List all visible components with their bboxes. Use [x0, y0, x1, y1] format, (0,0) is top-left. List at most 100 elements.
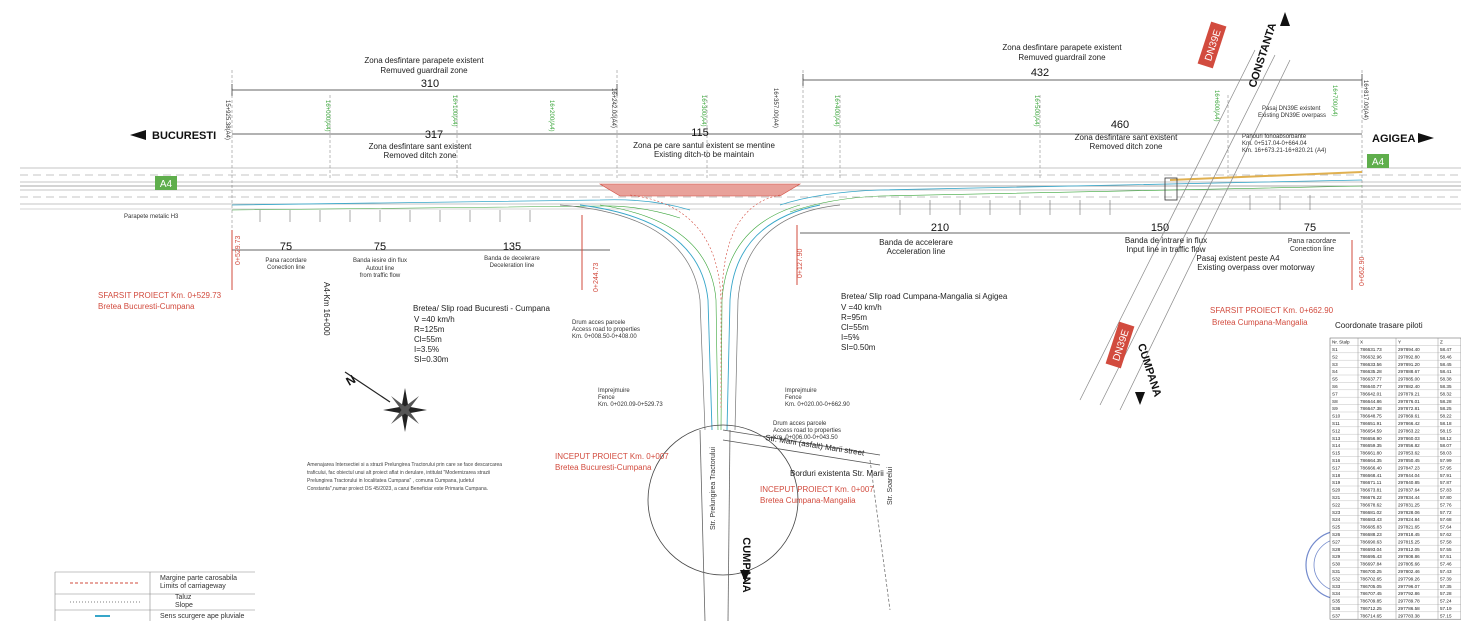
- svg-text:I=5%: I=5%: [841, 333, 859, 342]
- table-cell: S17: [1332, 465, 1341, 470]
- table-cell: S5: [1332, 377, 1338, 382]
- svg-text:0+662.90: 0+662.90: [1359, 257, 1366, 286]
- table-cell: 57.95: [1440, 465, 1452, 470]
- sfarsit-right: SFARSIT PROIECT Km. 0+662.90: [1210, 306, 1334, 315]
- banda-iesire: Banda iesire din flux: [353, 258, 407, 264]
- inceput-right: INCEPUT PROIECT Km. 0+007: [760, 485, 874, 494]
- banda-intrare: Banda de intrare in flux: [1125, 236, 1207, 245]
- table-cell: S15: [1332, 451, 1341, 456]
- panou: Panouri fonoabsorbante: [1242, 134, 1307, 140]
- table-cell: 786709.85: [1360, 599, 1382, 604]
- svg-text:Drum acces parcele: Drum acces parcele: [773, 421, 827, 427]
- table-cell: 57.28: [1440, 591, 1452, 596]
- table-cell: 297783.38: [1398, 613, 1420, 618]
- station-labels: 15+925.38(A4) 16+000(A4) 16+100(A4) 16+2…: [224, 80, 1368, 292]
- svg-text:16+200(A4): 16+200(A4): [548, 100, 554, 132]
- table-cell: 297792.86: [1398, 591, 1420, 596]
- table-cell: 786690.63: [1360, 539, 1382, 544]
- table-cell: 57.55: [1440, 547, 1452, 552]
- table-cell: 786637.77: [1360, 377, 1382, 382]
- table-header-cell: Nr. Stalp: [1332, 340, 1350, 345]
- svg-text:16+600(A4): 16+600(A4): [1213, 90, 1219, 122]
- svg-text:I=3.5%: I=3.5%: [414, 345, 439, 354]
- ditch-right-ro: Zona desfintare sant existent: [1075, 133, 1179, 142]
- table-cell: 786659.35: [1360, 443, 1382, 448]
- dn39e-badge-top: DN39E: [1197, 21, 1227, 69]
- table-cell: 786693.04: [1360, 547, 1382, 552]
- svg-text:16+357.00(A4): 16+357.00(A4): [772, 88, 778, 128]
- svg-text:Prelungirea Tractorului in loc: Prelungirea Tractorului in localitatea C…: [307, 478, 474, 484]
- svg-text:SI=0.50m: SI=0.50m: [841, 343, 876, 352]
- dim-310: 310: [421, 78, 439, 90]
- ditch-keep-en: Existing ditch-to be maintain: [654, 150, 754, 159]
- svg-text:16+700(A4): 16+700(A4): [1331, 85, 1337, 117]
- table-cell: S29: [1332, 554, 1341, 559]
- table-cell: S10: [1332, 414, 1341, 419]
- dim-210: 210: [931, 222, 949, 234]
- table-cell: 786712.25: [1360, 606, 1382, 611]
- table-cell: 57.43: [1440, 569, 1452, 574]
- table-cell: S13: [1332, 436, 1341, 441]
- table-cell: 786683.43: [1360, 517, 1382, 522]
- table-cell: 57.72: [1440, 510, 1452, 515]
- table-cell: 57.64: [1440, 525, 1452, 530]
- table-cell: S22: [1332, 502, 1341, 507]
- table-cell: 786668.41: [1360, 473, 1382, 478]
- svg-text:16+100(A4): 16+100(A4): [451, 95, 457, 127]
- table-cell: 786631.73: [1360, 347, 1382, 352]
- km-left-label: A4-Km 16+000: [322, 282, 331, 336]
- table-cell: 57.83: [1440, 488, 1452, 493]
- compass-icon: N: [344, 371, 427, 432]
- direction-cumpana-bottom: CUMPANA: [740, 537, 752, 592]
- pasaj-dn: Pasaj DN39E existent: [1262, 106, 1321, 112]
- table-cell: S9: [1332, 406, 1338, 411]
- table-cell: 57.46: [1440, 562, 1452, 567]
- table-cell: 297834.44: [1398, 495, 1420, 500]
- agigea-label: AGIGEA: [1372, 133, 1415, 145]
- table-cell: 297796.07: [1398, 584, 1420, 589]
- table-cell: 786688.23: [1360, 532, 1382, 537]
- svg-text:16+242.00(A4): 16+242.00(A4): [610, 88, 616, 128]
- table-cell: 57.24: [1440, 599, 1452, 604]
- table-cell: 297882.40: [1398, 384, 1420, 389]
- svg-text:Imprejmuire: Imprejmuire: [598, 388, 630, 394]
- roundabout: [647, 424, 891, 622]
- direction-bucuresti: BUCURESTI: [130, 130, 216, 142]
- table-cell: S18: [1332, 473, 1341, 478]
- table-cell: 297789.78: [1398, 599, 1420, 604]
- table-cell: 58.32: [1440, 391, 1452, 396]
- table-cell: 786664.35: [1360, 458, 1382, 463]
- svg-text:CUMPANA: CUMPANA: [740, 537, 752, 592]
- table-cell: S35: [1332, 599, 1341, 604]
- table-cell: 58.07: [1440, 443, 1452, 448]
- table-cell: 786685.83: [1360, 525, 1382, 530]
- svg-text:traficului, fac obiectul unui: traficului, fac obiectul unui alt proiec…: [307, 470, 490, 476]
- table-cell: 57.15: [1440, 613, 1452, 618]
- slip-left-specs: Bretea/ Slip road Bucuresti - Cumpana V …: [413, 304, 551, 364]
- svg-text:N: N: [344, 372, 359, 388]
- table-cell: S23: [1332, 510, 1341, 515]
- svg-text:0+244.73: 0+244.73: [593, 263, 600, 292]
- pana-right: Pana racordare: [1288, 238, 1336, 245]
- table-cell: 297815.25: [1398, 539, 1420, 544]
- table-cell: 57.76: [1440, 502, 1452, 507]
- banda-accel: Banda de accelerare: [879, 238, 953, 247]
- table-cell: S12: [1332, 428, 1341, 433]
- table-cell: 786695.43: [1360, 554, 1382, 559]
- table-cell: 297840.85: [1398, 480, 1420, 485]
- table-cell: S28: [1332, 547, 1341, 552]
- table-cell: 297879.21: [1398, 391, 1420, 396]
- table-cell: 58.35: [1440, 384, 1452, 389]
- panou-km1: Km. 0+517.04-0+664.04: [1242, 141, 1307, 147]
- dim-135: 135: [503, 241, 521, 253]
- table-cell: S2: [1332, 354, 1338, 359]
- station-lines: [231, 70, 1363, 260]
- borduri: Borduri existenta Str. Marii: [790, 469, 884, 478]
- table-cell: S24: [1332, 517, 1341, 522]
- dim-432: 432: [1031, 67, 1049, 79]
- a4-badge-left: [155, 176, 177, 190]
- project-note: Amenajarea Intersectiei si a strazii Pre…: [307, 462, 502, 492]
- table-cell: 786640.77: [1360, 384, 1382, 389]
